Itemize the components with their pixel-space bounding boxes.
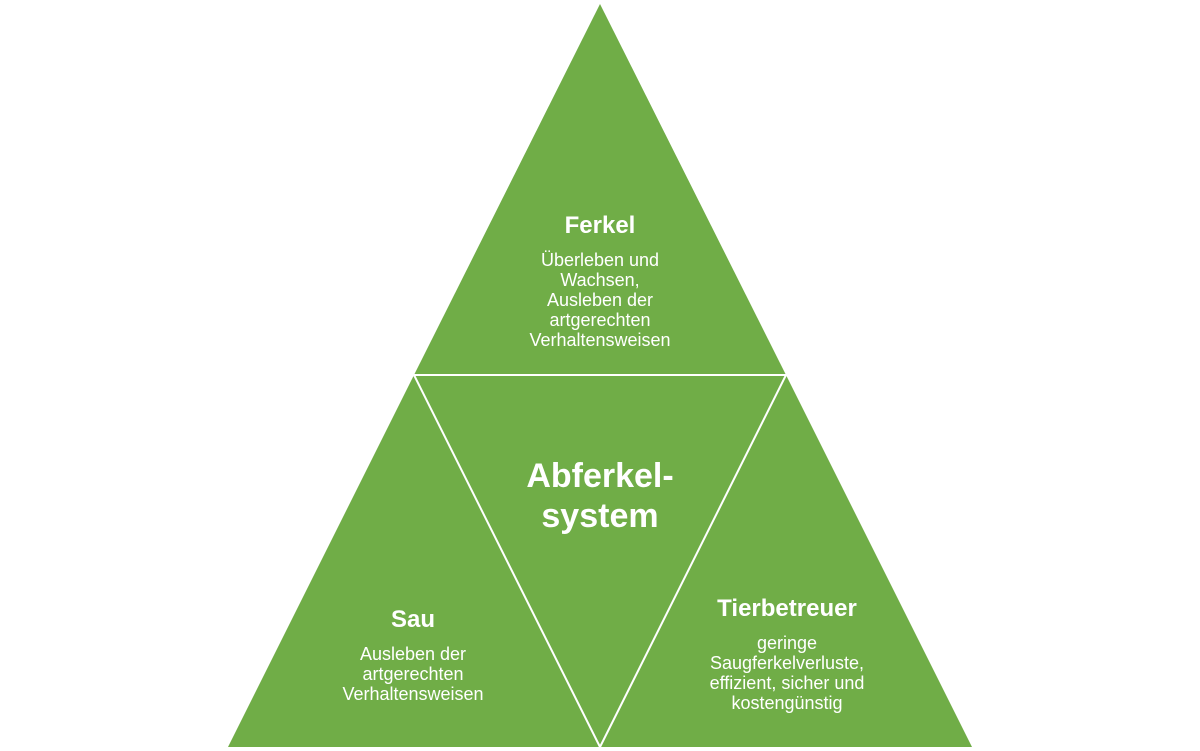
- text-line: Verhaltensweisen: [342, 684, 484, 704]
- text-line: effizient, sicher und: [709, 673, 865, 693]
- triangle-right: [600, 375, 972, 747]
- text-line: Ausleben der: [546, 290, 654, 310]
- tierbetreuer-title: Tierbetreuer: [717, 595, 857, 622]
- sau-section: Sau Ausleben der artgerechten Verhaltens…: [342, 606, 483, 704]
- ferkel-title: Ferkel: [564, 212, 636, 239]
- text-line: geringe: [756, 633, 818, 653]
- tierbetreuer-description: geringe Saugferkelverluste, effizient, s…: [710, 633, 865, 713]
- divider-lines: [413, 374, 788, 750]
- sau-title: Sau: [390, 606, 435, 633]
- center-title-line: system: [541, 497, 659, 535]
- text-line: artgerechten: [362, 664, 464, 684]
- text-line: kostengünstig: [731, 693, 843, 713]
- triangle-left: [228, 375, 600, 747]
- text-line: Verhaltensweisen: [529, 330, 671, 350]
- text-line: artgerechten: [549, 310, 651, 330]
- center-title-line: Abferkel-: [526, 457, 674, 495]
- triangle-center: [414, 375, 786, 747]
- text-line: Ausleben der: [359, 644, 467, 664]
- tierbetreuer-section: Tierbetreuer geringe Saugferkelverluste,…: [710, 595, 865, 713]
- triangle-top: [414, 4, 786, 375]
- ferkel-description: Überleben und Wachsen, Ausleben der artg…: [529, 250, 670, 350]
- ferkel-section: Ferkel Überleben und Wachsen, Ausleben d…: [529, 212, 670, 350]
- center-title: Abferkel- system: [526, 456, 673, 536]
- text-line: Überleben und: [540, 250, 660, 270]
- sau-description: Ausleben der artgerechten Verhaltensweis…: [342, 644, 483, 704]
- text-line: Saugferkelverluste,: [709, 653, 865, 673]
- text-line: Wachsen,: [560, 270, 640, 290]
